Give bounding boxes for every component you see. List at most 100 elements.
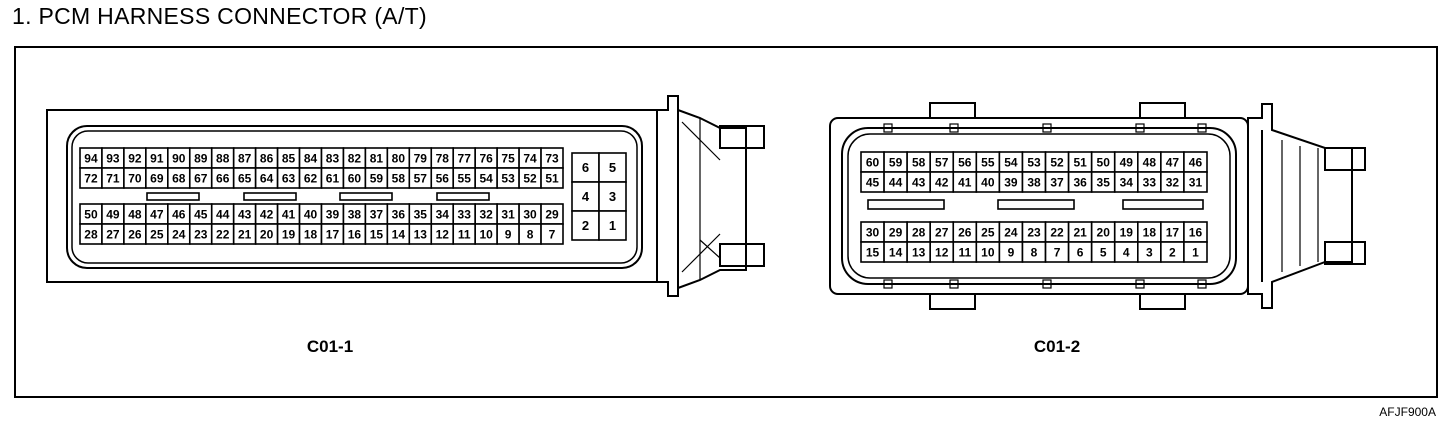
svg-text:58: 58 [912, 155, 926, 169]
svg-text:50: 50 [1097, 155, 1111, 169]
svg-text:9: 9 [1008, 245, 1015, 259]
figure-code: AFJF900A [1379, 405, 1436, 419]
c01-1-pin-35: 35 [408, 203, 433, 225]
c01-1-pin-88: 88 [210, 147, 235, 169]
c01-1-pin-6: 6 [571, 152, 600, 183]
svg-text:57: 57 [935, 155, 949, 169]
c01-2-pin-5: 5 [1090, 241, 1116, 263]
c01-1-pin-16: 16 [342, 223, 367, 245]
c01-2-pin-12: 12 [929, 241, 955, 263]
svg-text:21: 21 [238, 227, 252, 241]
c01-1-pin-71: 71 [101, 167, 125, 189]
c01-1-pin-94: 94 [79, 147, 103, 169]
c01-1-pin-76: 76 [474, 147, 498, 169]
c01-1-pin-14: 14 [386, 223, 411, 245]
c01-2-pin-27: 27 [929, 221, 955, 243]
c01-1-pin-21: 21 [232, 223, 257, 245]
c01-1-pin-11: 11 [452, 223, 476, 245]
svg-text:16: 16 [1189, 225, 1203, 239]
svg-text:38: 38 [348, 207, 362, 221]
svg-text:14: 14 [889, 245, 903, 259]
c01-1-pin-90: 90 [167, 147, 191, 169]
c01-2-pin-17: 17 [1160, 221, 1185, 243]
c01-1-pin-89: 89 [188, 147, 213, 169]
c01-1-latch [656, 95, 747, 297]
c01-1-pin-72: 72 [79, 167, 103, 189]
svg-text:18: 18 [304, 227, 318, 241]
c01-2-pin-46: 46 [1183, 151, 1208, 173]
c01-2-pin-59: 59 [883, 151, 908, 173]
c01-1-pin-83: 83 [320, 147, 345, 169]
c01-1-pin-1: 1 [598, 210, 627, 241]
svg-text:91: 91 [150, 151, 164, 165]
c01-2-pin-30: 30 [860, 221, 885, 243]
c01-1-tab-top [719, 125, 765, 149]
svg-text:7: 7 [1054, 245, 1061, 259]
svg-text:47: 47 [150, 207, 164, 221]
c01-1-tab-bottom [719, 243, 765, 267]
svg-text:17: 17 [326, 227, 340, 241]
c01-2-pin-35: 35 [1090, 171, 1116, 193]
c01-2-pin-33: 33 [1137, 171, 1162, 193]
svg-text:25: 25 [150, 227, 164, 241]
svg-text:24: 24 [172, 227, 186, 241]
c01-1-pin-80: 80 [386, 147, 411, 169]
c01-2-pin-19: 19 [1113, 221, 1139, 243]
c01-2-pin-2: 2 [1160, 241, 1185, 263]
svg-text:39: 39 [1004, 175, 1018, 189]
c01-1-pin-56: 56 [430, 167, 455, 189]
c01-1-pin-24: 24 [167, 223, 191, 245]
svg-text:2: 2 [582, 218, 589, 233]
c01-2-pin-48: 48 [1137, 151, 1162, 173]
svg-text:17: 17 [1166, 225, 1180, 239]
c01-1-pin-10: 10 [474, 223, 498, 245]
c01-1-pin-38: 38 [342, 203, 367, 225]
svg-text:39: 39 [326, 207, 340, 221]
svg-text:77: 77 [458, 151, 472, 165]
svg-text:19: 19 [1120, 225, 1134, 239]
c01-1-pin-25: 25 [145, 223, 169, 245]
svg-text:31: 31 [501, 207, 515, 221]
svg-text:7: 7 [549, 227, 556, 241]
svg-text:66: 66 [216, 171, 230, 185]
c01-1-pin-51: 51 [540, 167, 564, 189]
svg-text:1: 1 [1192, 245, 1199, 259]
svg-text:80: 80 [392, 151, 406, 165]
c01-1-pin-41: 41 [276, 203, 301, 225]
c01-1-pin-82: 82 [342, 147, 367, 169]
c01-2-pin-9: 9 [998, 241, 1024, 263]
c01-1-pin-46: 46 [167, 203, 191, 225]
c01-2-pin-44: 44 [883, 171, 908, 193]
c01-1-pin-69: 69 [145, 167, 169, 189]
c01-1-pin-17: 17 [320, 223, 345, 245]
c01-1-pin-78: 78 [430, 147, 455, 169]
svg-text:71: 71 [106, 171, 120, 185]
svg-text:56: 56 [958, 155, 972, 169]
svg-text:76: 76 [479, 151, 493, 165]
svg-text:59: 59 [889, 155, 903, 169]
svg-text:5: 5 [1100, 245, 1107, 259]
c01-1-pin-44: 44 [210, 203, 235, 225]
c01-1-pin-43: 43 [232, 203, 257, 225]
svg-text:12: 12 [436, 227, 450, 241]
svg-text:48: 48 [1143, 155, 1157, 169]
svg-text:49: 49 [106, 207, 120, 221]
c01-1-pin-91: 91 [145, 147, 169, 169]
c01-2-pin-14: 14 [883, 241, 908, 263]
c01-2-pin-56: 56 [952, 151, 978, 173]
svg-text:72: 72 [84, 171, 98, 185]
c01-2-pin-3: 3 [1137, 241, 1162, 263]
svg-text:46: 46 [172, 207, 186, 221]
svg-text:22: 22 [216, 227, 230, 241]
c01-1-pin-40: 40 [298, 203, 323, 225]
svg-text:30: 30 [866, 225, 880, 239]
c01-2-pin-25: 25 [975, 221, 1001, 243]
c01-1-pin-48: 48 [123, 203, 147, 225]
svg-text:93: 93 [106, 151, 120, 165]
c01-1-pin-87: 87 [232, 147, 257, 169]
c01-2-pin-57: 57 [929, 151, 955, 173]
c01-1-pin-27: 27 [101, 223, 125, 245]
svg-text:9: 9 [505, 227, 512, 241]
